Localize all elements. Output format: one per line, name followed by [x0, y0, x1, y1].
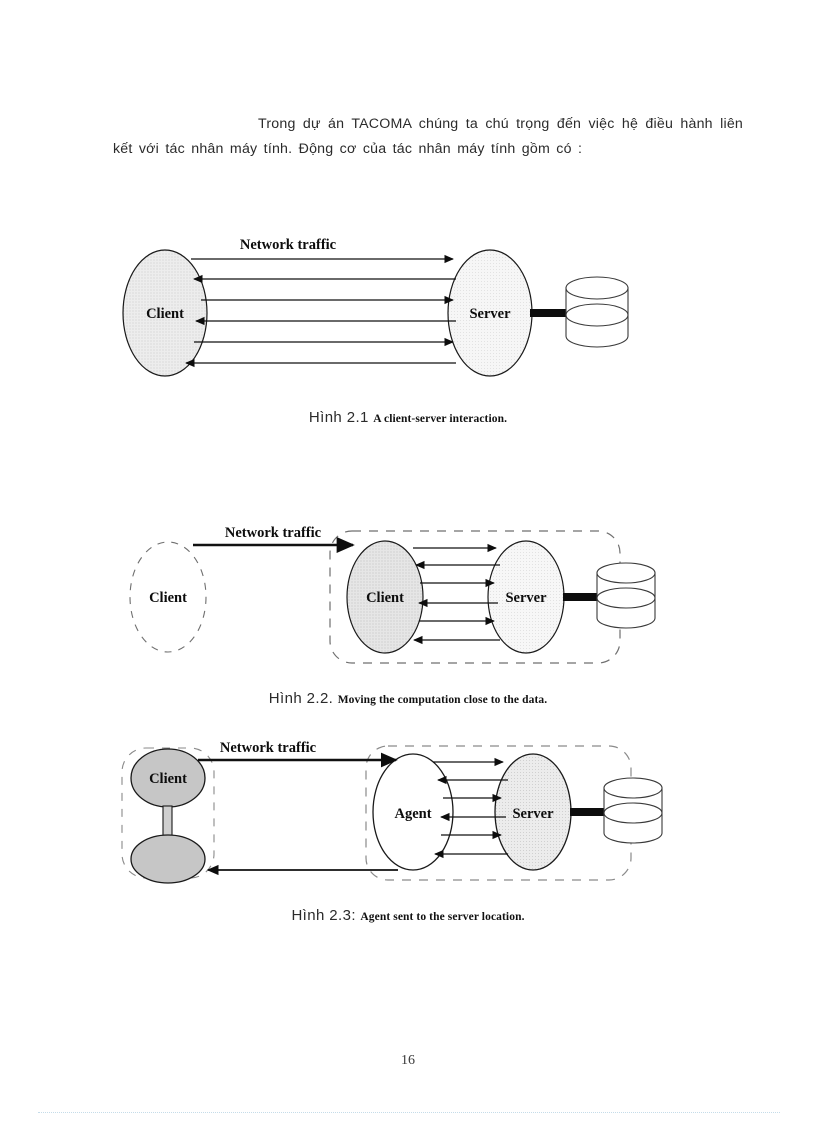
network-traffic-label-2: Network traffic	[225, 525, 322, 541]
figure-2-3-graphic: Network traffic Client Agent Server	[121, 740, 663, 884]
database-node-2	[596, 562, 656, 629]
db-connector-2	[563, 593, 599, 601]
db-connector-1	[530, 309, 568, 317]
figure-2-2-caption-number: Hình 2.2.	[268, 690, 334, 707]
agent-node-3	[372, 753, 454, 871]
client-moved-node-2	[346, 540, 424, 654]
footer-rule	[38, 1112, 780, 1114]
client-origin-node-2-label: Client	[149, 590, 187, 606]
traffic-arrow-group-3	[433, 757, 508, 859]
db-connector-3	[570, 808, 606, 816]
figure-2-3: Network traffic Client Agent Server	[0, 732, 816, 925]
server-node-2-label: Server	[505, 590, 547, 606]
client-node-1	[122, 249, 208, 377]
client-node-1-label: Client	[146, 306, 184, 322]
network-traffic-label-3: Network traffic	[220, 740, 317, 756]
server-site-boundary-3	[365, 745, 632, 881]
database-node-1	[565, 276, 629, 348]
figure-2-1-caption: Hình 2.1 A client-server interaction.	[0, 409, 816, 427]
figure-2-2-graphic: Network traffic Client Client Server	[129, 525, 656, 664]
figure-2-2-caption: Hình 2.2. Moving the computation close t…	[0, 690, 816, 708]
client-site-boundary-3	[121, 747, 215, 879]
body-paragraph: Trong dự án TACOMA chúng ta chú trọng đế…	[113, 116, 743, 158]
traffic-arrow-group-2	[413, 543, 500, 645]
figure-2-1-graphic: Network traffic Client Server	[122, 237, 629, 377]
client-moved-node-2-label: Client	[366, 590, 404, 606]
server-node-3-label: Server	[512, 806, 554, 822]
figure-2-2-caption-text: Moving the computation close to the data…	[337, 694, 548, 706]
figure-2-1: Network traffic Client Server	[0, 226, 816, 427]
figure-2-1-caption-text: A client-server interaction.	[373, 413, 508, 425]
figure-2-3-caption: Hình 2.3: Agent sent to the server locat…	[0, 907, 816, 925]
page-number: 16	[401, 1053, 415, 1068]
figure-2-3-caption-number: Hình 2.3:	[291, 907, 356, 924]
database-node-3	[603, 777, 663, 844]
network-traffic-label-1: Network traffic	[240, 237, 337, 253]
client-origin-node-2	[129, 541, 207, 653]
client-stack-node-3	[130, 834, 206, 884]
figure-2-2: Network traffic Client Client Server	[0, 515, 816, 708]
figure-2-3-caption-text: Agent sent to the server location.	[360, 911, 525, 923]
traffic-arrow-group-1	[185, 254, 456, 368]
server-node-1-label: Server	[469, 306, 511, 322]
figure-2-1-caption-number: Hình 2.1	[308, 409, 369, 426]
client-node-3-label: Client	[149, 771, 187, 787]
agent-node-3-label: Agent	[394, 806, 431, 822]
